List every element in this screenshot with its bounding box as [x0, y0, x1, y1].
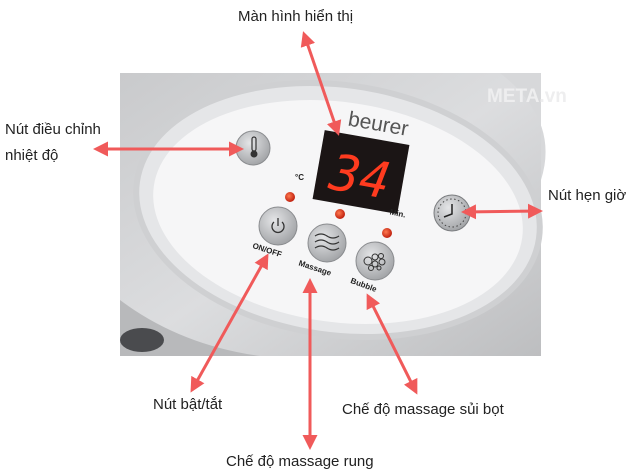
power-button[interactable]	[258, 206, 298, 246]
temperature-button[interactable]	[235, 130, 271, 166]
callout-display: Màn hình hiển thị	[238, 8, 354, 25]
arrow-timer	[461, 203, 543, 220]
led-massage	[335, 209, 345, 219]
callout-power: Nút bật/tắt	[153, 396, 223, 413]
product-photo: META.vn beurer 34 °C Min.	[120, 73, 567, 356]
callout-massage: Chế độ massage rung	[226, 453, 374, 470]
waves-icon	[314, 233, 340, 251]
watermark: META.vn	[487, 86, 567, 107]
celsius-label: °C	[295, 173, 304, 182]
jet-nozzle	[120, 328, 164, 352]
arrow-display	[300, 31, 342, 136]
bubbles-icon	[363, 253, 386, 271]
led-display: 34	[312, 130, 410, 214]
bubble-button[interactable]	[355, 241, 395, 281]
massage-button[interactable]	[307, 223, 347, 263]
callout-arrows	[93, 31, 543, 450]
callout-temperature-line1: Nút điều chỉnh	[5, 121, 101, 138]
arrow-bubble	[366, 293, 418, 395]
led-bubble	[382, 228, 392, 238]
arrow-power	[190, 253, 269, 393]
minutes-label: Min.	[389, 207, 407, 219]
callout-bubble: Chế độ massage sủi bọt	[342, 401, 504, 418]
thermometer-icon	[250, 136, 258, 158]
power-icon	[271, 218, 285, 234]
callout-timer: Nút hẹn giờ	[548, 187, 627, 204]
led-power	[285, 192, 295, 202]
callout-temperature-line2: nhiệt độ	[5, 147, 59, 164]
display-value: 34	[324, 143, 394, 211]
